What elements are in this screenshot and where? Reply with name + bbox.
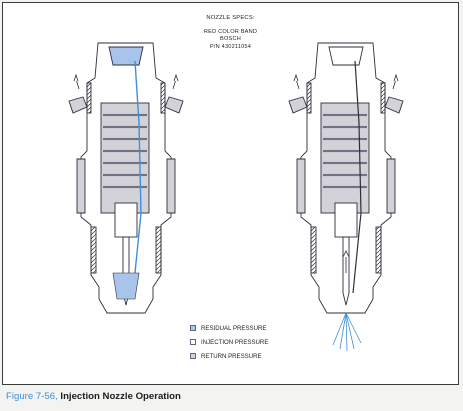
legend-item-injection: INJECTION PRESSURE <box>190 335 268 349</box>
legend-label: INJECTION PRESSURE <box>201 338 269 346</box>
figure-caption: Figure 7-56, Injection Nozzle Operation <box>6 391 181 402</box>
specs-title: NOZZLE SPECS: <box>206 15 255 21</box>
nozzle-specs: NOZZLE SPECS: RED COLOR BAND BOSCH P/N 4… <box>3 15 458 51</box>
residual-swatch <box>190 325 196 331</box>
nozzle-right <box>288 42 404 352</box>
figure-number: Figure 7-56, <box>6 391 58 402</box>
pressure-legend: RESIDUAL PRESSURE INJECTION PRESSURE RET… <box>190 321 268 363</box>
figure-panel: NOZZLE SPECS: RED COLOR BAND BOSCH P/N 4… <box>2 2 459 385</box>
nozzle-left <box>68 42 184 314</box>
fuel-spray <box>332 312 362 352</box>
legend-label: RETURN PRESSURE <box>201 352 262 360</box>
specs-line-2: BOSCH <box>220 36 241 43</box>
return-swatch <box>190 353 196 359</box>
injection-nozzle-illustration <box>68 42 404 352</box>
legend-label: RESIDUAL PRESSURE <box>201 324 267 332</box>
legend-item-return: RETURN PRESSURE <box>190 349 268 363</box>
specs-line-1: RED COLOR BAND <box>203 29 258 36</box>
figure-title: Injection Nozzle Operation <box>60 391 181 402</box>
injection-swatch <box>190 339 196 345</box>
specs-line-3: P/N 430211054 <box>209 43 252 50</box>
legend-item-residual: RESIDUAL PRESSURE <box>190 321 268 335</box>
